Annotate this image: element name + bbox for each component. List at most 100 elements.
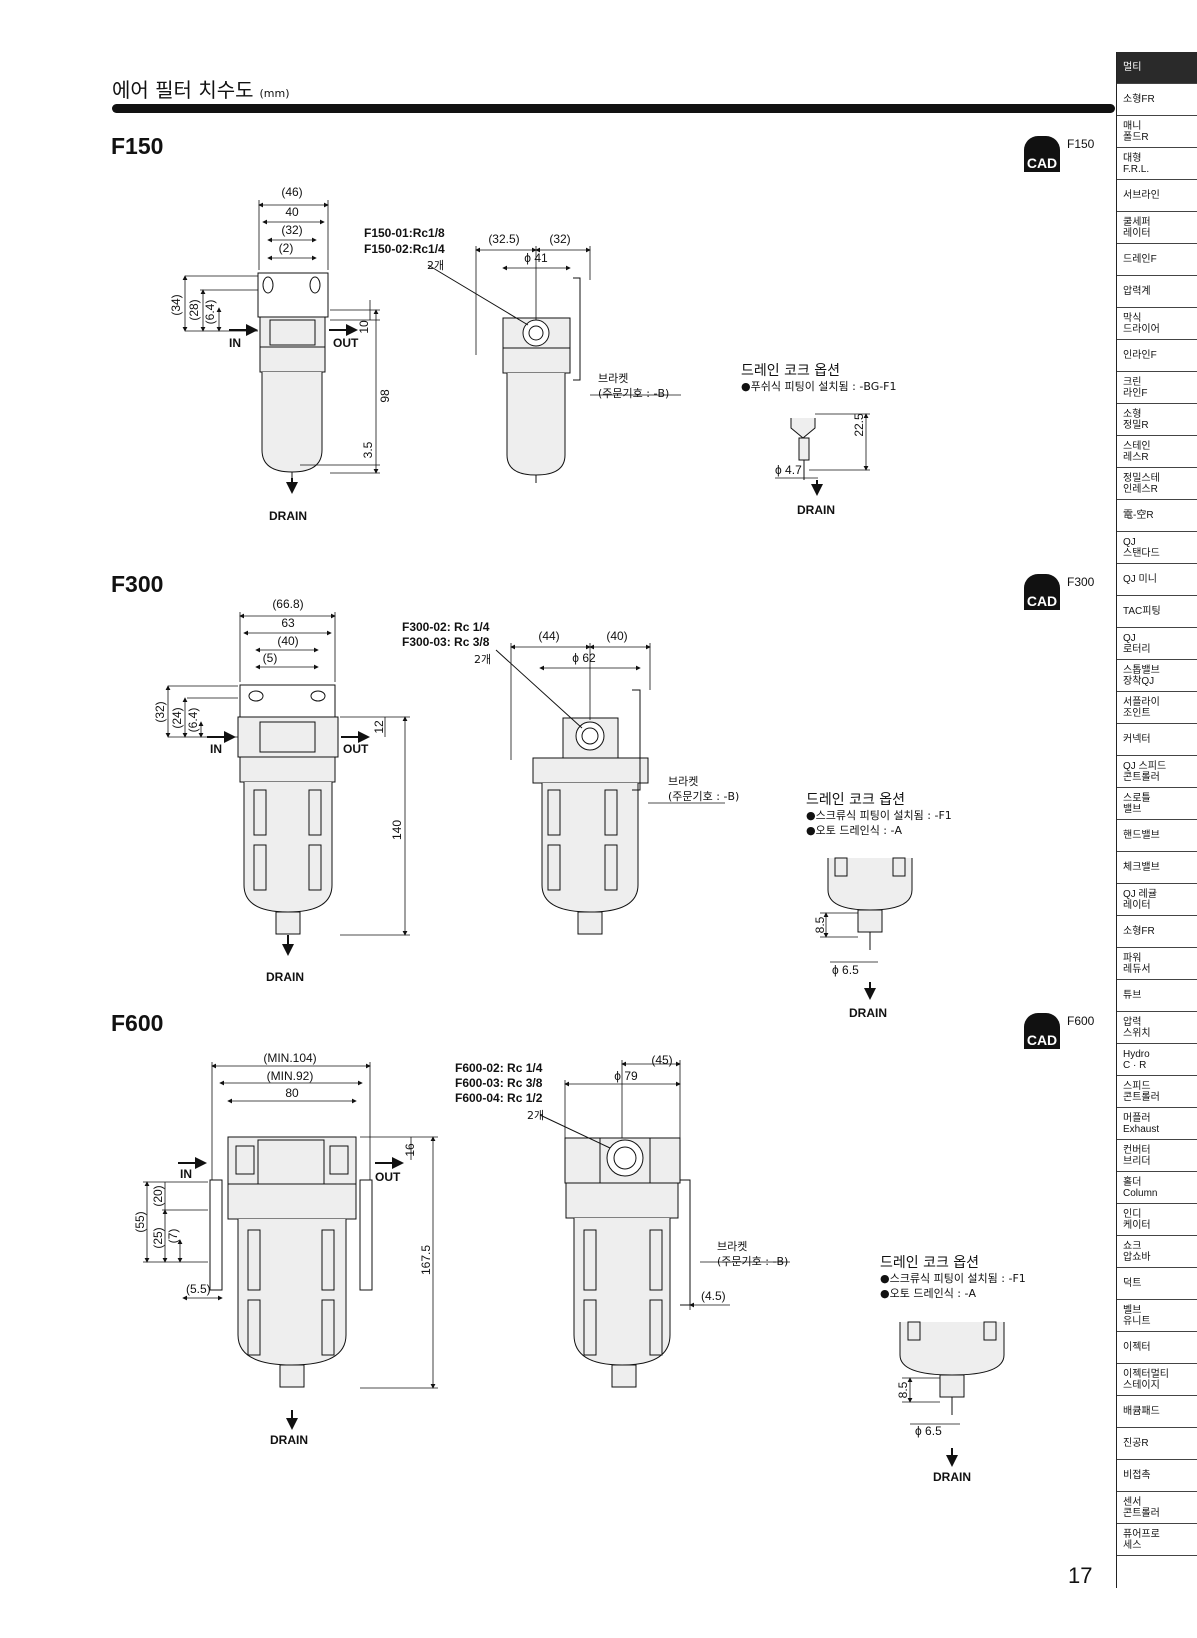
sidebar-item[interactable]: Hydro C · R — [1117, 1044, 1197, 1076]
sidebar-item[interactable]: QJ 레귤 레이터 — [1117, 884, 1197, 916]
svg-text:(32): (32) — [549, 232, 570, 246]
svg-text:(55): (55) — [133, 1211, 147, 1232]
svg-text:(5.5): (5.5) — [186, 1282, 211, 1296]
sidebar-item[interactable]: QJ 미니 — [1117, 564, 1197, 596]
sidebar-item[interactable]: 진공R — [1117, 1428, 1197, 1460]
f150-front-view — [257, 272, 329, 478]
svg-text:12: 12 — [372, 720, 386, 734]
sidebar-item[interactable]: 소형 정밀R — [1117, 404, 1197, 436]
sidebar-item[interactable]: 드레인F — [1117, 244, 1197, 276]
svg-text:F600-02: Rc 1/4: F600-02: Rc 1/4 — [455, 1061, 543, 1075]
svg-text:IN: IN — [210, 742, 222, 756]
sidebar-item[interactable]: 컨버터 브리더 — [1117, 1140, 1197, 1172]
sidebar-item[interactable]: 덕트 — [1117, 1268, 1197, 1300]
dimension-drawings: CAD F150 CAD F300 CAD F600 (46) 40 (32) — [133, 136, 1095, 1484]
svg-text:DRAIN: DRAIN — [270, 1433, 308, 1447]
f300-side-view — [495, 649, 649, 935]
svg-text:(24): (24) — [170, 707, 184, 728]
svg-text:드레인 코크 옵션: 드레인 코크 옵션 — [741, 363, 840, 379]
sidebar-item[interactable]: 비접촉 — [1117, 1460, 1197, 1492]
sidebar-item[interactable]: 머플러 Exhaust — [1117, 1108, 1197, 1140]
svg-text:ϕ 6.5: ϕ 6.5 — [832, 963, 859, 977]
sidebar-item[interactable]: 인디 케이터 — [1117, 1204, 1197, 1236]
sidebar-item[interactable]: 홀더 Column — [1117, 1172, 1197, 1204]
sidebar-item[interactable]: 쇼크 압쇼바 — [1117, 1236, 1197, 1268]
svg-text:2개: 2개 — [474, 653, 491, 666]
sidebar-item[interactable]: 매니 폴드R — [1117, 116, 1197, 148]
sidebar-item[interactable]: 핸드밸브 — [1117, 820, 1197, 852]
svg-text:(66.8): (66.8) — [272, 597, 303, 611]
sidebar-item[interactable]: 인라인F — [1117, 340, 1197, 372]
svg-text:(40): (40) — [277, 634, 298, 648]
sidebar-item[interactable]: 벨브 유니트 — [1117, 1300, 1197, 1332]
svg-text:98: 98 — [378, 389, 392, 403]
svg-text:(25): (25) — [151, 1227, 165, 1248]
unit-label: (mm) — [259, 87, 290, 100]
svg-text:(28): (28) — [187, 299, 201, 320]
svg-text:●푸쉬식 피팅이 설치됨 : -BG-F1: ●푸쉬식 피팅이 설치됨 : -BG-F1 — [741, 380, 897, 393]
svg-text:63: 63 — [281, 616, 295, 630]
svg-text:167.5: 167.5 — [419, 1245, 433, 1275]
sidebar-item[interactable]: 압력 스위치 — [1117, 1012, 1197, 1044]
sidebar-item[interactable]: 스톱밸브 장착QJ — [1117, 660, 1197, 692]
sidebar-item[interactable]: 소형FR — [1117, 84, 1197, 116]
svg-text:CAD: CAD — [1027, 593, 1057, 609]
sidebar-item[interactable]: QJ 로터리 — [1117, 628, 1197, 660]
svg-text:(40): (40) — [606, 629, 627, 643]
sidebar-item[interactable]: 체크밸브 — [1117, 852, 1197, 884]
svg-text:●오토 드레인식 : -A: ●오토 드레인식 : -A — [880, 1287, 976, 1300]
svg-text:F150-01:Rc1/8: F150-01:Rc1/8 — [364, 226, 445, 240]
sidebar-item[interactable]: 이젝터 — [1117, 1332, 1197, 1364]
svg-text:(4.5): (4.5) — [701, 1289, 726, 1303]
sidebar-item[interactable]: 멀티 — [1117, 52, 1197, 84]
sidebar-item[interactable]: 스테인 레스R — [1117, 436, 1197, 468]
svg-text:8.5: 8.5 — [813, 916, 827, 933]
svg-text:2개: 2개 — [527, 1109, 544, 1122]
sidebar-item[interactable]: 막식 드라이어 — [1117, 308, 1197, 340]
svg-text:CAD: CAD — [1027, 155, 1057, 171]
svg-text:(MIN.104): (MIN.104) — [263, 1051, 316, 1065]
svg-text:3.5: 3.5 — [361, 441, 375, 458]
svg-text:ϕ 79: ϕ 79 — [614, 1069, 638, 1083]
svg-text:(주문기호 : -B): (주문기호 : -B) — [668, 790, 739, 803]
sidebar-item[interactable]: 압력계 — [1117, 276, 1197, 308]
sidebar-item[interactable]: TAC피팅 — [1117, 596, 1197, 628]
cad-icon-f300[interactable]: CAD — [1024, 574, 1060, 610]
svg-text:(6.4): (6.4) — [186, 708, 200, 733]
sidebar-item[interactable]: QJ 스피드 콘트롤러 — [1117, 756, 1197, 788]
svg-text:(34): (34) — [169, 294, 183, 315]
cad-label-f300: F300 — [1067, 575, 1095, 589]
sidebar-item[interactable]: 파워 레듀서 — [1117, 948, 1197, 980]
sidebar-item[interactable]: 서플라이 조인트 — [1117, 692, 1197, 724]
svg-text:F300-03: Rc 3/8: F300-03: Rc 3/8 — [402, 635, 490, 649]
sidebar-item[interactable]: 스로틀 밸브 — [1117, 788, 1197, 820]
sidebar-item[interactable]: 이젝터멀티 스테이지 — [1117, 1364, 1197, 1396]
svg-text:(7): (7) — [166, 1229, 180, 1244]
cad-label-f600: F600 — [1067, 1014, 1095, 1028]
sidebar-item[interactable]: 튜브 — [1117, 980, 1197, 1012]
svg-text:2개: 2개 — [427, 259, 444, 272]
cad-icon-f150[interactable]: CAD — [1024, 136, 1060, 172]
cad-label-f150: F150 — [1067, 137, 1095, 151]
sidebar-item[interactable]: 배큠패드 — [1117, 1396, 1197, 1428]
sidebar-item[interactable]: 정밀스테 인레스R — [1117, 468, 1197, 500]
svg-text:●스크류식 피팅이 설치됨 : -F1: ●스크류식 피팅이 설치됨 : -F1 — [806, 809, 952, 822]
sidebar-item[interactable]: 퓨어프로 세스 — [1117, 1524, 1197, 1556]
svg-text:DRAIN: DRAIN — [933, 1470, 971, 1484]
sidebar-item[interactable]: QJ 스탠다드 — [1117, 532, 1197, 564]
sidebar-item[interactable]: 소형FR — [1117, 916, 1197, 948]
sidebar-item[interactable]: 쿨세퍼 레이터 — [1117, 212, 1197, 244]
svg-text:(주문기호 : -B): (주문기호 : -B) — [598, 387, 669, 400]
svg-text:OUT: OUT — [333, 336, 359, 350]
sidebar-item[interactable]: 센서 콘트롤러 — [1117, 1492, 1197, 1524]
sidebar-item[interactable]: 서브라인 — [1117, 180, 1197, 212]
cad-icon-f600[interactable]: CAD — [1024, 1013, 1060, 1049]
sidebar-item[interactable]: 대형 F.R.L. — [1117, 148, 1197, 180]
sidebar-item[interactable]: 크린 라인F — [1117, 372, 1197, 404]
model-title-f300: F300 — [111, 571, 164, 597]
sidebar-item[interactable]: 커넥터 — [1117, 724, 1197, 756]
sidebar-item[interactable]: 스피드 콘트롤러 — [1117, 1076, 1197, 1108]
sidebar-item[interactable]: 電-空R — [1117, 500, 1197, 532]
f300-drain-cock — [827, 857, 913, 950]
